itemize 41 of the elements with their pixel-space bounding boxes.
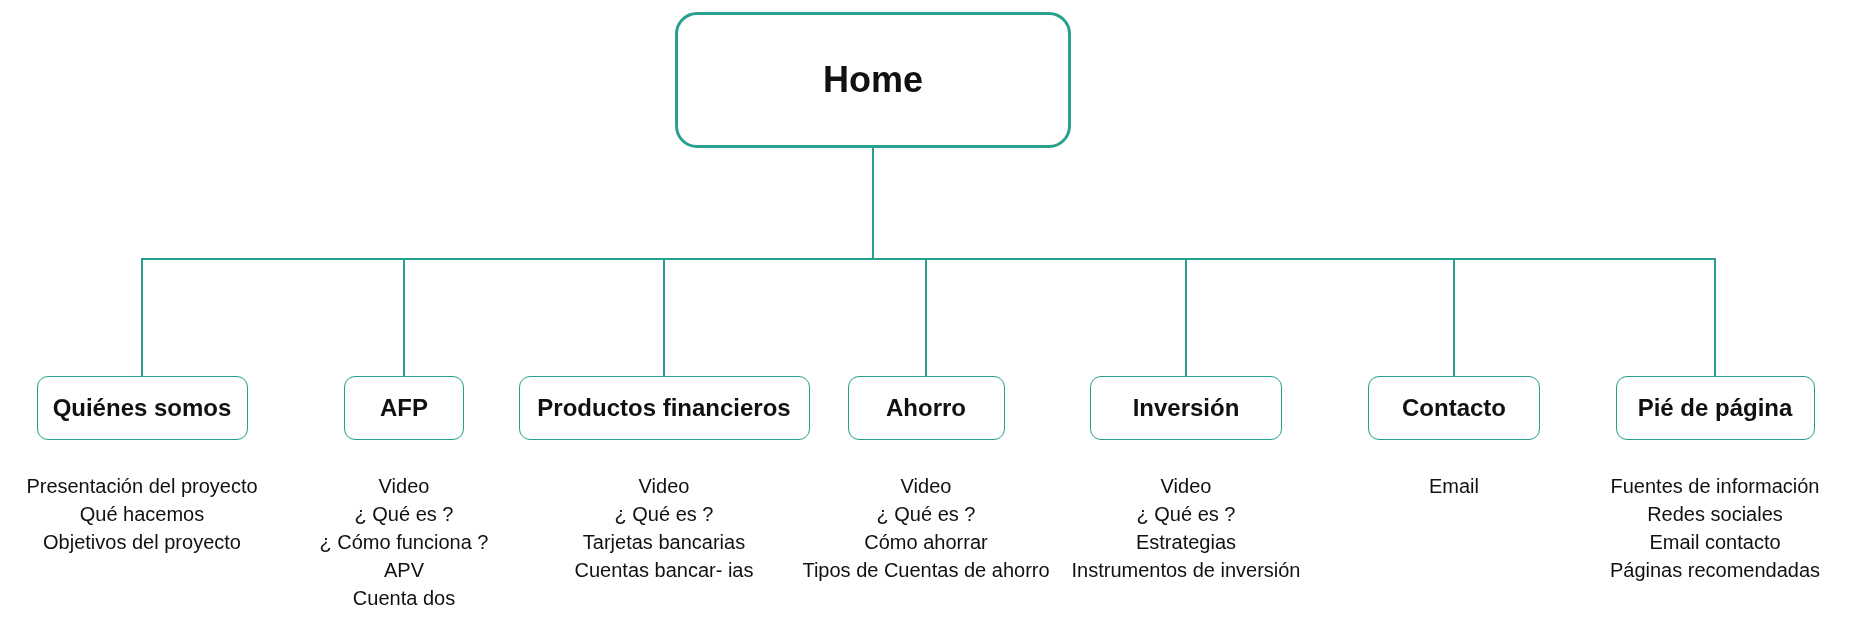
- subpage-text: Instrumentos de inversión: [1071, 558, 1301, 583]
- box-title: Contacto: [1402, 394, 1506, 422]
- box-title: Quiénes somos: [52, 394, 232, 422]
- subpage-text: Presentación del proyecto: [26, 474, 258, 499]
- box-title: Home: [823, 59, 923, 101]
- subpage-text: Estrategias: [1134, 530, 1237, 555]
- subpage-text: Objetivos del proyecto: [42, 530, 242, 555]
- box-title: Productos financieros: [537, 394, 791, 422]
- section-box: [1368, 376, 1540, 440]
- subpage-text: Video: [899, 474, 953, 499]
- section-box: [36, 376, 248, 440]
- subpage-text: ¿ Qué es ?: [1135, 502, 1237, 527]
- section-box: [1090, 376, 1282, 440]
- subpage-text: Fuentes de información: [1609, 474, 1821, 499]
- subpage-text: Cuenta dos: [351, 586, 457, 611]
- subpage-text: Email: [1429, 474, 1479, 499]
- subpage-text: Tipos de Cuentas de ahorro: [802, 558, 1050, 583]
- subpage-text: Redes sociales: [1646, 502, 1784, 527]
- section-box: [1615, 376, 1815, 440]
- subpage-text: APV: [383, 558, 425, 583]
- subpage-text: ¿ Qué es ?: [353, 502, 455, 527]
- subpage-text: Email contacto: [1648, 530, 1782, 555]
- subpage-text: ¿ Qué es ?: [613, 502, 715, 527]
- subpage-text: ¿ Qué es ?: [875, 502, 977, 527]
- box-title: Ahorro: [886, 394, 966, 422]
- box-title: Pié de página: [1637, 394, 1793, 422]
- box-title: Inversión: [1132, 394, 1240, 422]
- subpage-text: Tarjetas bancarias: [581, 530, 747, 555]
- subpage-text: Video: [637, 474, 691, 499]
- section-box: [847, 376, 1005, 440]
- subpage-text: Cómo ahorrar: [863, 530, 989, 555]
- section-box: [518, 376, 810, 440]
- subpage-text: Video: [377, 474, 431, 499]
- box-title: AFP: [380, 394, 428, 422]
- subpage-text: Qué hacemos: [78, 502, 206, 527]
- subpage-text: ¿ Cómo funciona ?: [319, 530, 489, 555]
- root-page-box: [675, 12, 1071, 148]
- subpage-text: Páginas recomendadas: [1609, 558, 1821, 583]
- subpage-text: Cuentas bancar- ias: [574, 558, 754, 583]
- subpage-text: Video: [1159, 474, 1213, 499]
- section-box: [344, 376, 464, 440]
